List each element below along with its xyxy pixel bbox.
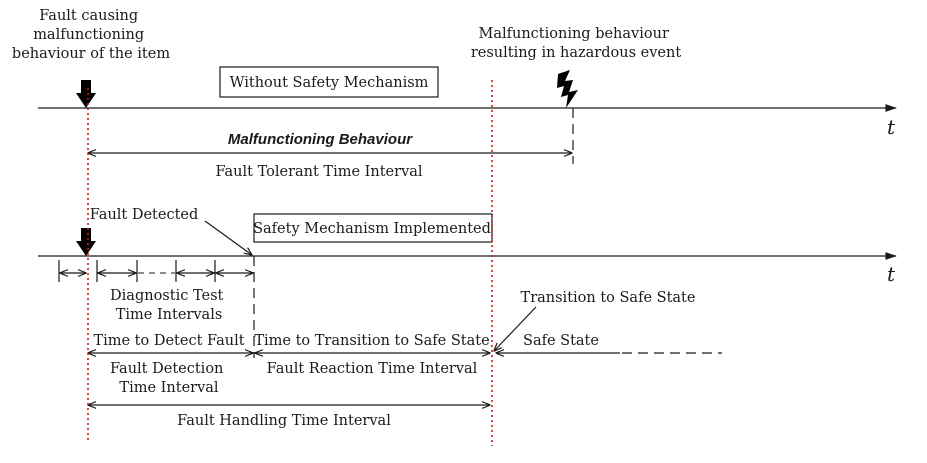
transition-safe-state-label: Transition to Safe State xyxy=(521,290,696,306)
without-safety-mechanism-box xyxy=(219,66,439,98)
ftti-label: Fault Tolerant Time Interval xyxy=(215,164,422,180)
lightning-bolt-icon xyxy=(557,70,578,108)
fdti-label: Fault Detection Time Interval xyxy=(110,361,228,396)
frti-label: Fault Reaction Time Interval xyxy=(267,361,478,377)
safety-mechanism-implemented-label: Safety Mechanism Implemented xyxy=(253,221,491,237)
fault-detected-pointer xyxy=(204,220,252,255)
down-arrow-icon xyxy=(76,80,96,108)
time-to-detect-label: Time to Detect Fault xyxy=(93,333,244,349)
time-to-transition-label: Time to Transition to Safe State xyxy=(254,333,489,349)
safe-state-label: Safe State xyxy=(523,333,599,349)
transition-pointer xyxy=(494,306,537,351)
malfunctioning-behaviour-label: Malfunctioning Behaviour xyxy=(228,131,413,148)
safety-mechanism-implemented-box xyxy=(253,213,493,243)
diagnostic-test-label: Diagnostic Test Time Intervals xyxy=(110,288,228,323)
diagnostic-test-ticks xyxy=(58,260,216,282)
fault-detected-label: Fault Detected xyxy=(90,207,199,223)
top-t-label: t xyxy=(887,115,896,139)
down-arrow-icon xyxy=(76,228,96,256)
bottom-t-label: t xyxy=(887,262,896,286)
fault-causing-label: Fault causing malfunctioning behaviour o… xyxy=(12,8,170,62)
fhti-label: Fault Handling Time Interval xyxy=(177,413,391,429)
hazardous-event-label: Malfunctioning behaviour resulting in ha… xyxy=(471,26,682,61)
without-safety-mechanism-label: Without Safety Mechanism xyxy=(230,75,429,91)
